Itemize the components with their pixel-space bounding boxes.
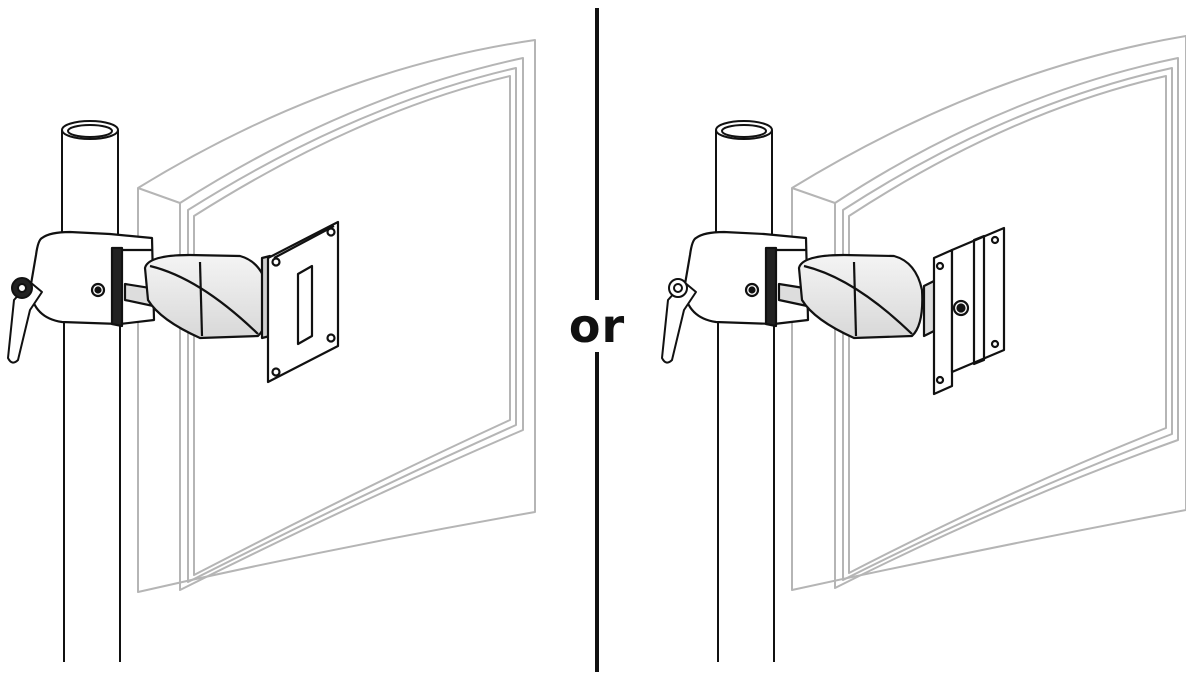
right-channel-plate bbox=[922, 226, 1006, 396]
right-pole-clamp bbox=[682, 230, 810, 328]
left-vesa-plate bbox=[266, 220, 340, 384]
right-mount-option bbox=[661, 35, 1186, 662]
left-pole bbox=[61, 120, 121, 662]
left-mount-option bbox=[7, 39, 536, 662]
right-pole bbox=[715, 120, 775, 662]
right-locking-lever bbox=[661, 278, 697, 364]
left-pole-clamp bbox=[28, 230, 156, 328]
right-arm bbox=[777, 253, 924, 340]
left-arm bbox=[123, 253, 272, 340]
or-label: or bbox=[566, 300, 628, 352]
left-locking-lever bbox=[7, 277, 43, 364]
